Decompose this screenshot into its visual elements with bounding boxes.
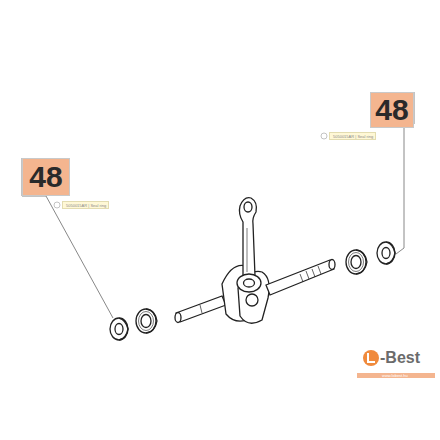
part-tooltip: 5050015AR | Seal ring [62,201,109,209]
seal-ring [110,318,128,340]
callout-text: 48 [375,95,408,125]
leader-line [22,158,113,318]
bearing [136,309,157,333]
callout-number: 48 [370,92,414,128]
part-tooltip: 5050015AR | Seal ring [329,132,376,140]
part-label: 5050015AR | Seal ring [333,134,372,139]
logo-text: -Best [380,349,420,367]
connecting-rod [237,198,261,292]
logo [357,350,435,378]
callout-text: 48 [29,162,62,192]
callout-number: 48 [22,158,70,196]
seal-ring [377,242,395,264]
bearing [346,250,367,274]
website-url: www.lobest.hu [382,373,408,378]
part-label: 5050015AR | Seal ring [66,203,105,208]
